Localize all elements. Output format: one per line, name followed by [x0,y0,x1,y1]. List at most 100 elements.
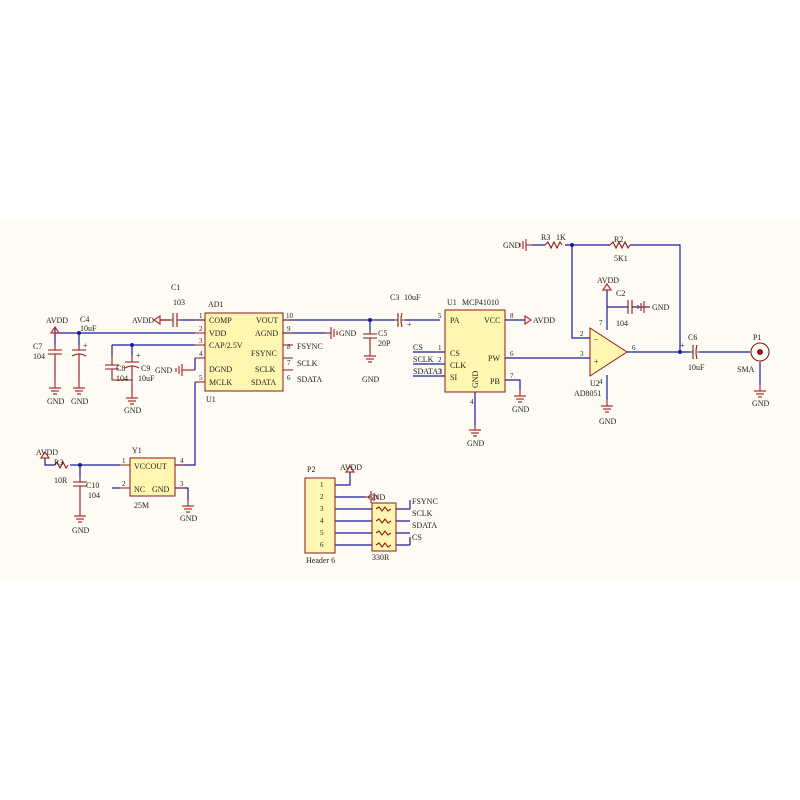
ad1-pin-name: DGND [209,365,232,374]
ground-symbols: GND GND GND GND GND GND GND GND GND GND … [47,239,770,535]
ground-icon [325,327,338,339]
wire-inv-input [571,245,590,339]
schematic-sheet [0,220,800,580]
p2-body [304,477,336,554]
ground-label: GND [467,439,485,448]
ad1-pin-name: AGND [255,329,278,338]
c1-ref: C1 [171,283,180,292]
c10-value: 104 [88,491,100,500]
r3-1k-symbol [544,240,563,250]
ground-icon [364,348,376,363]
y1-pin-name: VCCOUT [134,462,167,471]
c3-value: 10uF [404,293,421,302]
ad1-pin-num: 5 [199,374,203,382]
u1-pin-num: 8 [510,312,514,320]
c8-value: 104 [116,374,128,383]
net-label-sdata3: SDATA3 [413,367,442,376]
ad1-pin-num: 2 [199,325,203,333]
resistor-network-body [371,502,397,552]
c6-polarity-plus: + [680,341,685,350]
ground-label: GND [124,406,142,415]
ground-label: GND [368,493,386,502]
c9-value: 10uF [138,374,155,383]
opamp-pin-num: 6 [632,344,636,352]
sma-outer-ring [750,342,770,362]
ad1-pin-name: COMP [209,316,232,325]
c9-ref: C9 [141,364,150,373]
avdd-arrow-icon [152,314,170,326]
c4-symbol [71,345,87,380]
u1-pin-num: 3 [438,368,442,376]
ad1-pin-num: 7 [287,359,291,367]
ground-icon [754,385,766,398]
u1-pin-name: SI [450,373,457,382]
c10-ref: C10 [86,481,99,490]
ground-label: GND [503,241,521,250]
ground-icon [469,425,481,437]
ad1-pin-name: FSYNC [251,349,277,358]
ad1-pin-num: 3 [199,337,203,345]
p2-pin-num: 4 [320,517,324,525]
ground-icon [365,491,378,503]
wire-pb [505,379,521,390]
opamp-pin-num: 2 [580,330,584,338]
junction-dot [570,243,574,247]
net-label-cs: CS [413,343,423,352]
ground-label: GND [752,399,770,408]
y1-ref: Y1 [132,446,142,455]
c6-ref: C6 [688,333,697,342]
ad1-body [204,312,284,392]
opamp-pin-num: 4 [599,378,603,386]
ad1-unit: U1 [206,395,216,404]
c6-symbol [690,344,700,360]
avdd-label: AVDD [46,316,68,325]
p2-header: P2 Header 6 1 2 3 4 5 6 330R FSYNC SCLK … [304,465,438,565]
opamp-triangle [589,327,628,377]
wire-cap-node [111,344,195,355]
ground-icon [49,380,61,395]
ground-icon [519,239,532,251]
junction-dot [678,350,682,354]
y1-pin-leads [120,464,185,489]
y1-body [129,457,176,497]
u1-pin-num: 1 [438,344,442,352]
p2-pin-num: 1 [320,481,324,489]
net-label-sclk: SCLK [297,359,318,368]
u2-ref: U2 [590,379,600,388]
p2-ref: P2 [307,465,315,474]
junctions [77,243,682,467]
c3-symbol [395,312,405,328]
c9-polarity-plus: + [136,351,141,360]
wire-feedback [532,244,681,352]
ground-label: GND [72,526,90,535]
c4-polarity-plus: + [83,341,88,350]
junction-dot [77,331,81,335]
avdd-arrow-icon [524,314,533,326]
u1-ref: U1 [447,298,457,307]
capacitors: C1 103 + C3 10uF + C6 10uF C2 104 C5 20P… [33,283,705,510]
ground-label: GND [71,397,89,406]
u1-pin-num: 2 [438,356,442,364]
c9-symbol [124,355,140,392]
u1-pin-name: PB [490,377,500,386]
y1-value: 25M [134,501,149,510]
p2-pin-num: 3 [320,505,324,513]
y1-oscillator: Y1 VCCOUT NC GND 25M 1 2 3 4 [120,446,185,510]
p2-pin-num: 2 [320,493,324,501]
net-label-sdata: SDATA [297,375,322,384]
ground-label: GND [599,417,617,426]
p2-pin-num: 5 [320,529,324,537]
wire-c7-c4 [54,333,80,345]
p1-sma-connector: P1 SMA [737,333,770,374]
y1-pin-num: 2 [122,480,126,488]
u2-opamp: − + 2 3 6 7 4 U2 AD8051 [574,319,636,398]
avdd-label: AVDD [36,448,58,457]
p1-value: SMA [737,365,755,374]
ground-icon [182,500,194,513]
ad1-ref: AD1 [208,300,224,309]
c2-value: 104 [616,319,628,328]
u1-pin-name: GND [471,370,480,388]
u1-pin-name: VCC [484,316,500,325]
